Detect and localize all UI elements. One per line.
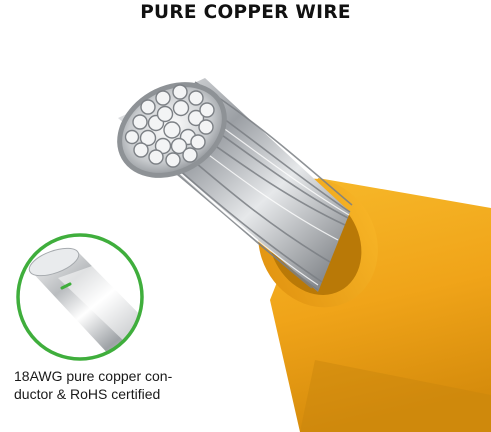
feature-caption: 18AWG pure copper con- ductor & RoHS cer… xyxy=(14,367,194,403)
magnified-strand-icon xyxy=(16,233,144,361)
product-headline: PURE COPPER WIRE xyxy=(140,2,351,23)
strand-end-faces xyxy=(124,84,215,168)
caption-line-1: 18AWG pure copper con- xyxy=(14,368,173,384)
stranded-conductor xyxy=(117,78,353,292)
caption-line-2: ductor & RoHS certified xyxy=(14,386,161,402)
